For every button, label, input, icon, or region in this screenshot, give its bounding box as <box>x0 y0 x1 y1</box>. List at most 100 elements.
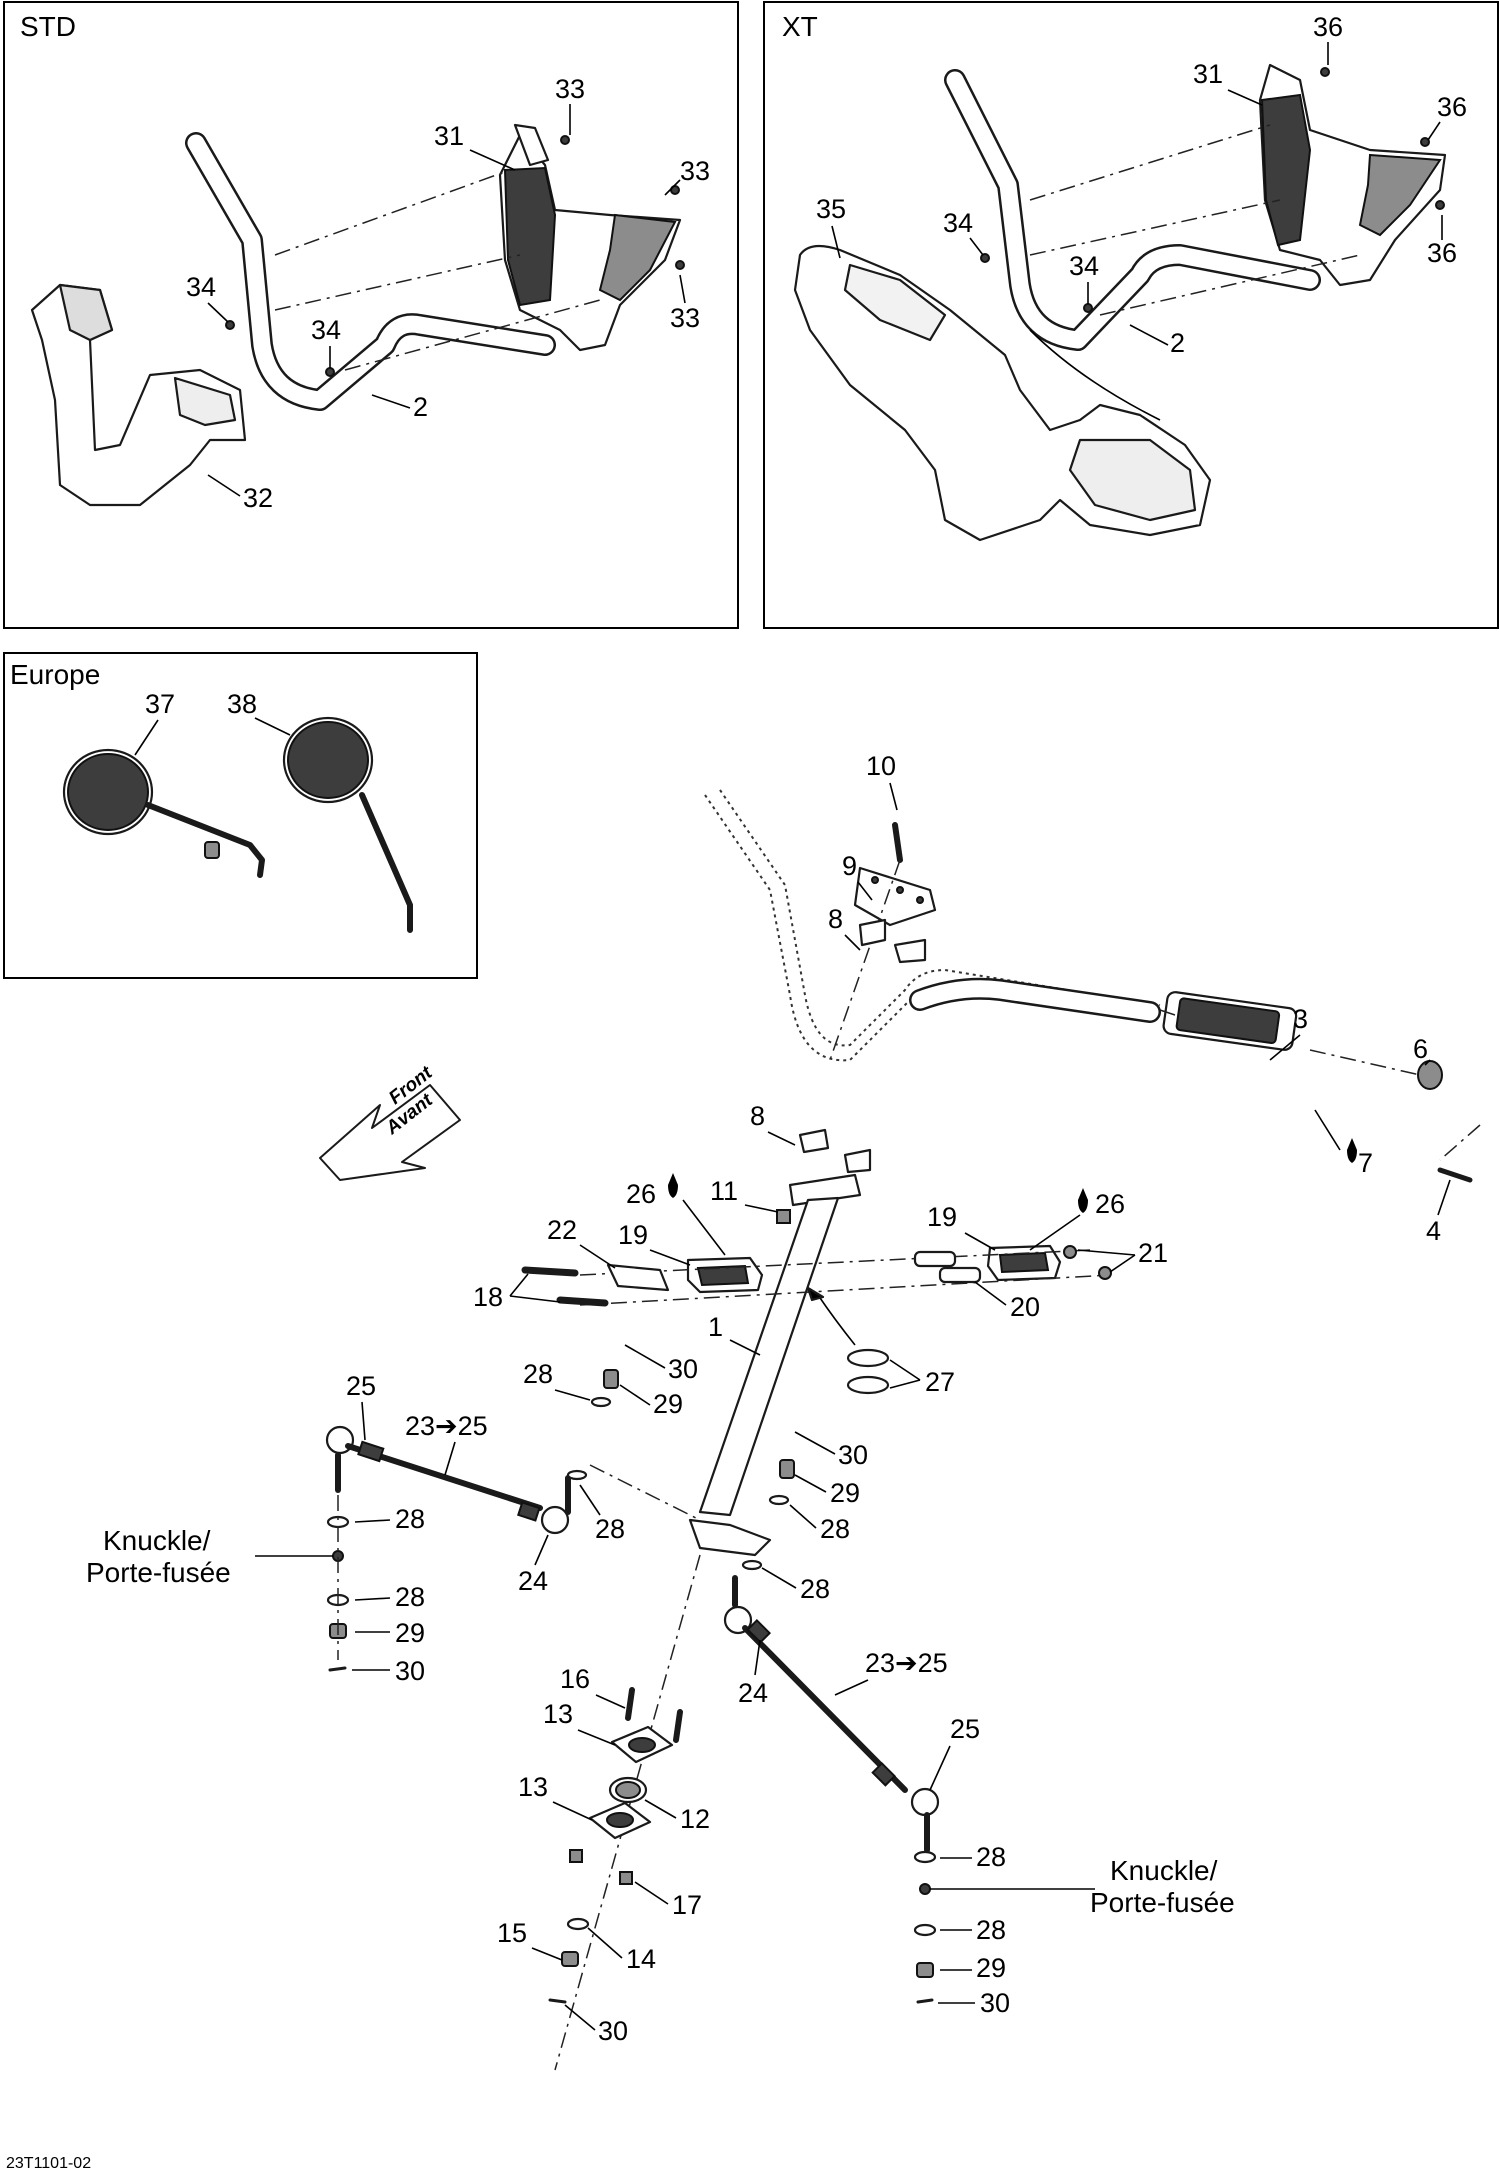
callout-36: 36 <box>1427 238 1457 268</box>
xt-handlebar-cover <box>793 244 1212 542</box>
callout-30: 30 <box>838 1440 868 1470</box>
callout-37: 37 <box>145 689 175 719</box>
std-panel-frame <box>3 1 739 629</box>
xt-handlebar <box>944 69 1321 351</box>
o-ring-lower <box>846 1375 890 1395</box>
callout-2: 2 <box>413 392 428 422</box>
callout-3: 3 <box>1293 1004 1308 1034</box>
knuckle-label-right-line1: Knuckle/ <box>1110 1855 1218 1886</box>
callout-31: 31 <box>434 121 464 151</box>
tie-rod-left <box>325 1425 571 1535</box>
callout-29: 29 <box>653 1389 683 1419</box>
callout-30: 30 <box>395 1656 425 1686</box>
callout-29: 29 <box>830 1478 860 1508</box>
callout-34: 34 <box>943 208 973 238</box>
callout-15: 15 <box>497 1918 527 1948</box>
nut-15 <box>561 1951 579 1967</box>
callout-7-group: 7 <box>1347 1138 1373 1178</box>
std-assembly-lines <box>274 169 601 371</box>
callout-26-right-group: 26 <box>1078 1188 1125 1219</box>
callout-33: 33 <box>670 303 700 333</box>
handlebar-ghost-outline <box>704 794 1156 1062</box>
end-cap-screw <box>1437 1167 1473 1183</box>
callout-36: 36 <box>1437 92 1467 122</box>
bearing-assembly <box>588 1725 674 1840</box>
callout-28: 28 <box>395 1504 425 1534</box>
callout-33: 33 <box>555 74 585 104</box>
support-left <box>686 1256 764 1294</box>
europe-panel-frame <box>3 652 478 979</box>
callout-26: 26 <box>1095 1189 1125 1219</box>
callout-4: 4 <box>1426 1216 1441 1246</box>
callout-34: 34 <box>186 272 216 302</box>
callout-33: 33 <box>680 156 710 186</box>
drawing-code: 23T1101-02 <box>6 2155 91 2172</box>
callout-23-25: 23➔25 <box>405 1411 488 1441</box>
callout-29: 29 <box>976 1953 1006 1983</box>
callout-28: 28 <box>976 1915 1006 1945</box>
bolt-16 <box>625 1687 635 1721</box>
callout-25: 25 <box>950 1714 980 1744</box>
callout-20: 20 <box>1010 1292 1040 1322</box>
callout-23-25: 23➔25 <box>865 1648 948 1678</box>
callout-10: 10 <box>866 751 896 781</box>
std-hand-guard-right <box>498 123 682 352</box>
callout-13: 13 <box>543 1699 573 1729</box>
steering-column <box>688 1173 862 1557</box>
bolt-18-lower <box>556 1296 609 1307</box>
handlebar <box>909 977 1161 1023</box>
xt-screws <box>980 67 1445 313</box>
column-axis <box>554 1554 701 2071</box>
knuckle-left-hardware <box>326 1495 350 1672</box>
mirror-right <box>282 716 413 933</box>
o-ring-upper <box>846 1348 890 1368</box>
callout-30: 30 <box>980 1988 1010 2018</box>
callout-24: 24 <box>738 1678 768 1708</box>
callout-7: 7 <box>1358 1148 1373 1178</box>
callout-2: 2 <box>1170 328 1185 358</box>
mirror-left <box>62 748 265 878</box>
xt-panel-title: XT <box>782 11 818 42</box>
callout-35: 35 <box>816 194 846 224</box>
callout-22: 22 <box>547 1215 577 1245</box>
callout-9: 9 <box>842 851 857 881</box>
callout-28: 28 <box>395 1582 425 1612</box>
xt-panel-frame <box>763 1 1499 629</box>
tie-rod-right <box>723 1575 940 1853</box>
callout-28: 28 <box>800 1574 830 1604</box>
callout-36: 36 <box>1313 12 1343 42</box>
nut-17 <box>619 1871 633 1885</box>
callout-17: 17 <box>672 1890 702 1920</box>
callout-8: 8 <box>750 1101 765 1131</box>
callout-21: 21 <box>1138 1238 1168 1268</box>
callout-29: 29 <box>395 1618 425 1648</box>
clamp-bolt <box>892 822 903 863</box>
upper-bushing <box>858 918 887 947</box>
bolt-18-upper <box>521 1266 579 1277</box>
callout-31: 31 <box>1193 59 1223 89</box>
nut-11 <box>776 1209 791 1224</box>
knuckle-right-hardware <box>913 1850 937 2004</box>
sleeve-upper <box>913 1250 957 1268</box>
callout-30: 30 <box>598 2016 628 2046</box>
callout-27: 27 <box>925 1367 955 1397</box>
front-direction-arrow: Front Avant <box>319 1062 461 1181</box>
std-handlebar <box>185 132 556 411</box>
plate-22 <box>606 1263 670 1292</box>
lower-bushing <box>798 1128 830 1154</box>
callout-12: 12 <box>680 1804 710 1834</box>
handlebar-clamp <box>853 866 937 927</box>
callout-19: 19 <box>618 1220 648 1250</box>
std-panel-title: STD <box>20 11 76 42</box>
grip <box>1162 991 1298 1051</box>
callout-24: 24 <box>518 1566 548 1596</box>
washer-14 <box>566 1917 590 1931</box>
xt-hand-guard-right <box>1258 63 1447 287</box>
callout-34: 34 <box>311 315 341 345</box>
callout-25: 25 <box>346 1371 376 1401</box>
knuckle-label-right-line2: Porte-fusée <box>1090 1887 1235 1918</box>
callout-14: 14 <box>626 1944 656 1974</box>
callout-32: 32 <box>243 483 273 513</box>
knuckle-label-left-line2: Porte-fusée <box>86 1557 231 1588</box>
handlebar-end-cap <box>1417 1060 1443 1090</box>
